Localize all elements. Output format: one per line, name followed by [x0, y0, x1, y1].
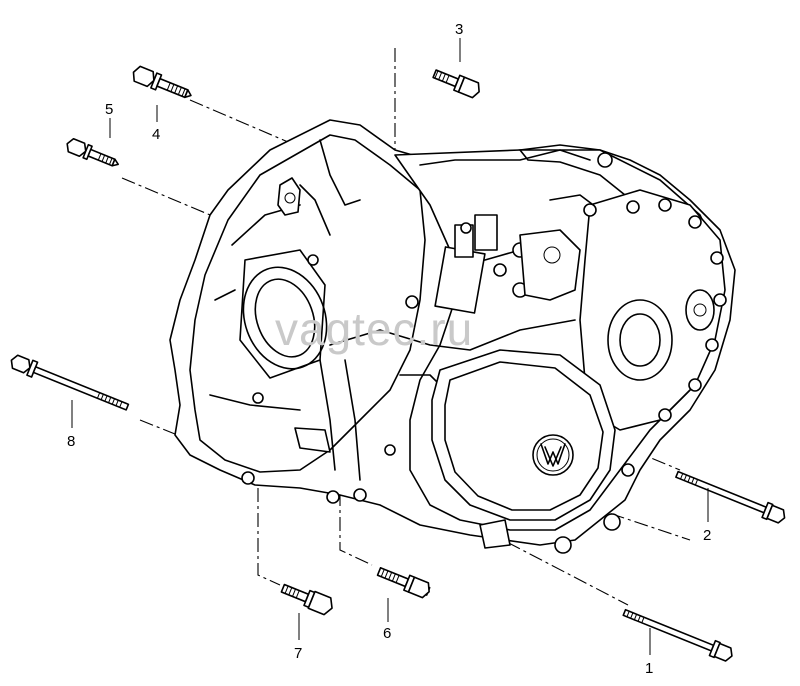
callout-4: 4 — [152, 126, 160, 143]
bolt-6 — [376, 567, 431, 599]
gearbox-housing — [169, 119, 736, 554]
callout-7: 7 — [294, 645, 302, 662]
watermark: vagtec.ru — [275, 303, 473, 355]
callout-1: 1 — [645, 660, 653, 677]
callout-3: 3 — [455, 21, 463, 38]
bolt-1 — [622, 608, 733, 662]
selector-switch — [434, 214, 581, 314]
bolt-7 — [280, 583, 333, 616]
vw-logo — [532, 434, 574, 476]
callout-2: 2 — [703, 527, 711, 544]
callout-pointers — [71, 38, 709, 655]
bolt-3 — [432, 69, 480, 99]
callout-5: 5 — [105, 101, 113, 118]
bolt-2 — [675, 470, 786, 524]
callout-6: 6 — [383, 625, 391, 642]
bolt-5 — [66, 137, 119, 167]
callout-8: 8 — [67, 433, 75, 450]
bolt-4 — [132, 65, 192, 99]
bolt-8 — [10, 354, 130, 411]
